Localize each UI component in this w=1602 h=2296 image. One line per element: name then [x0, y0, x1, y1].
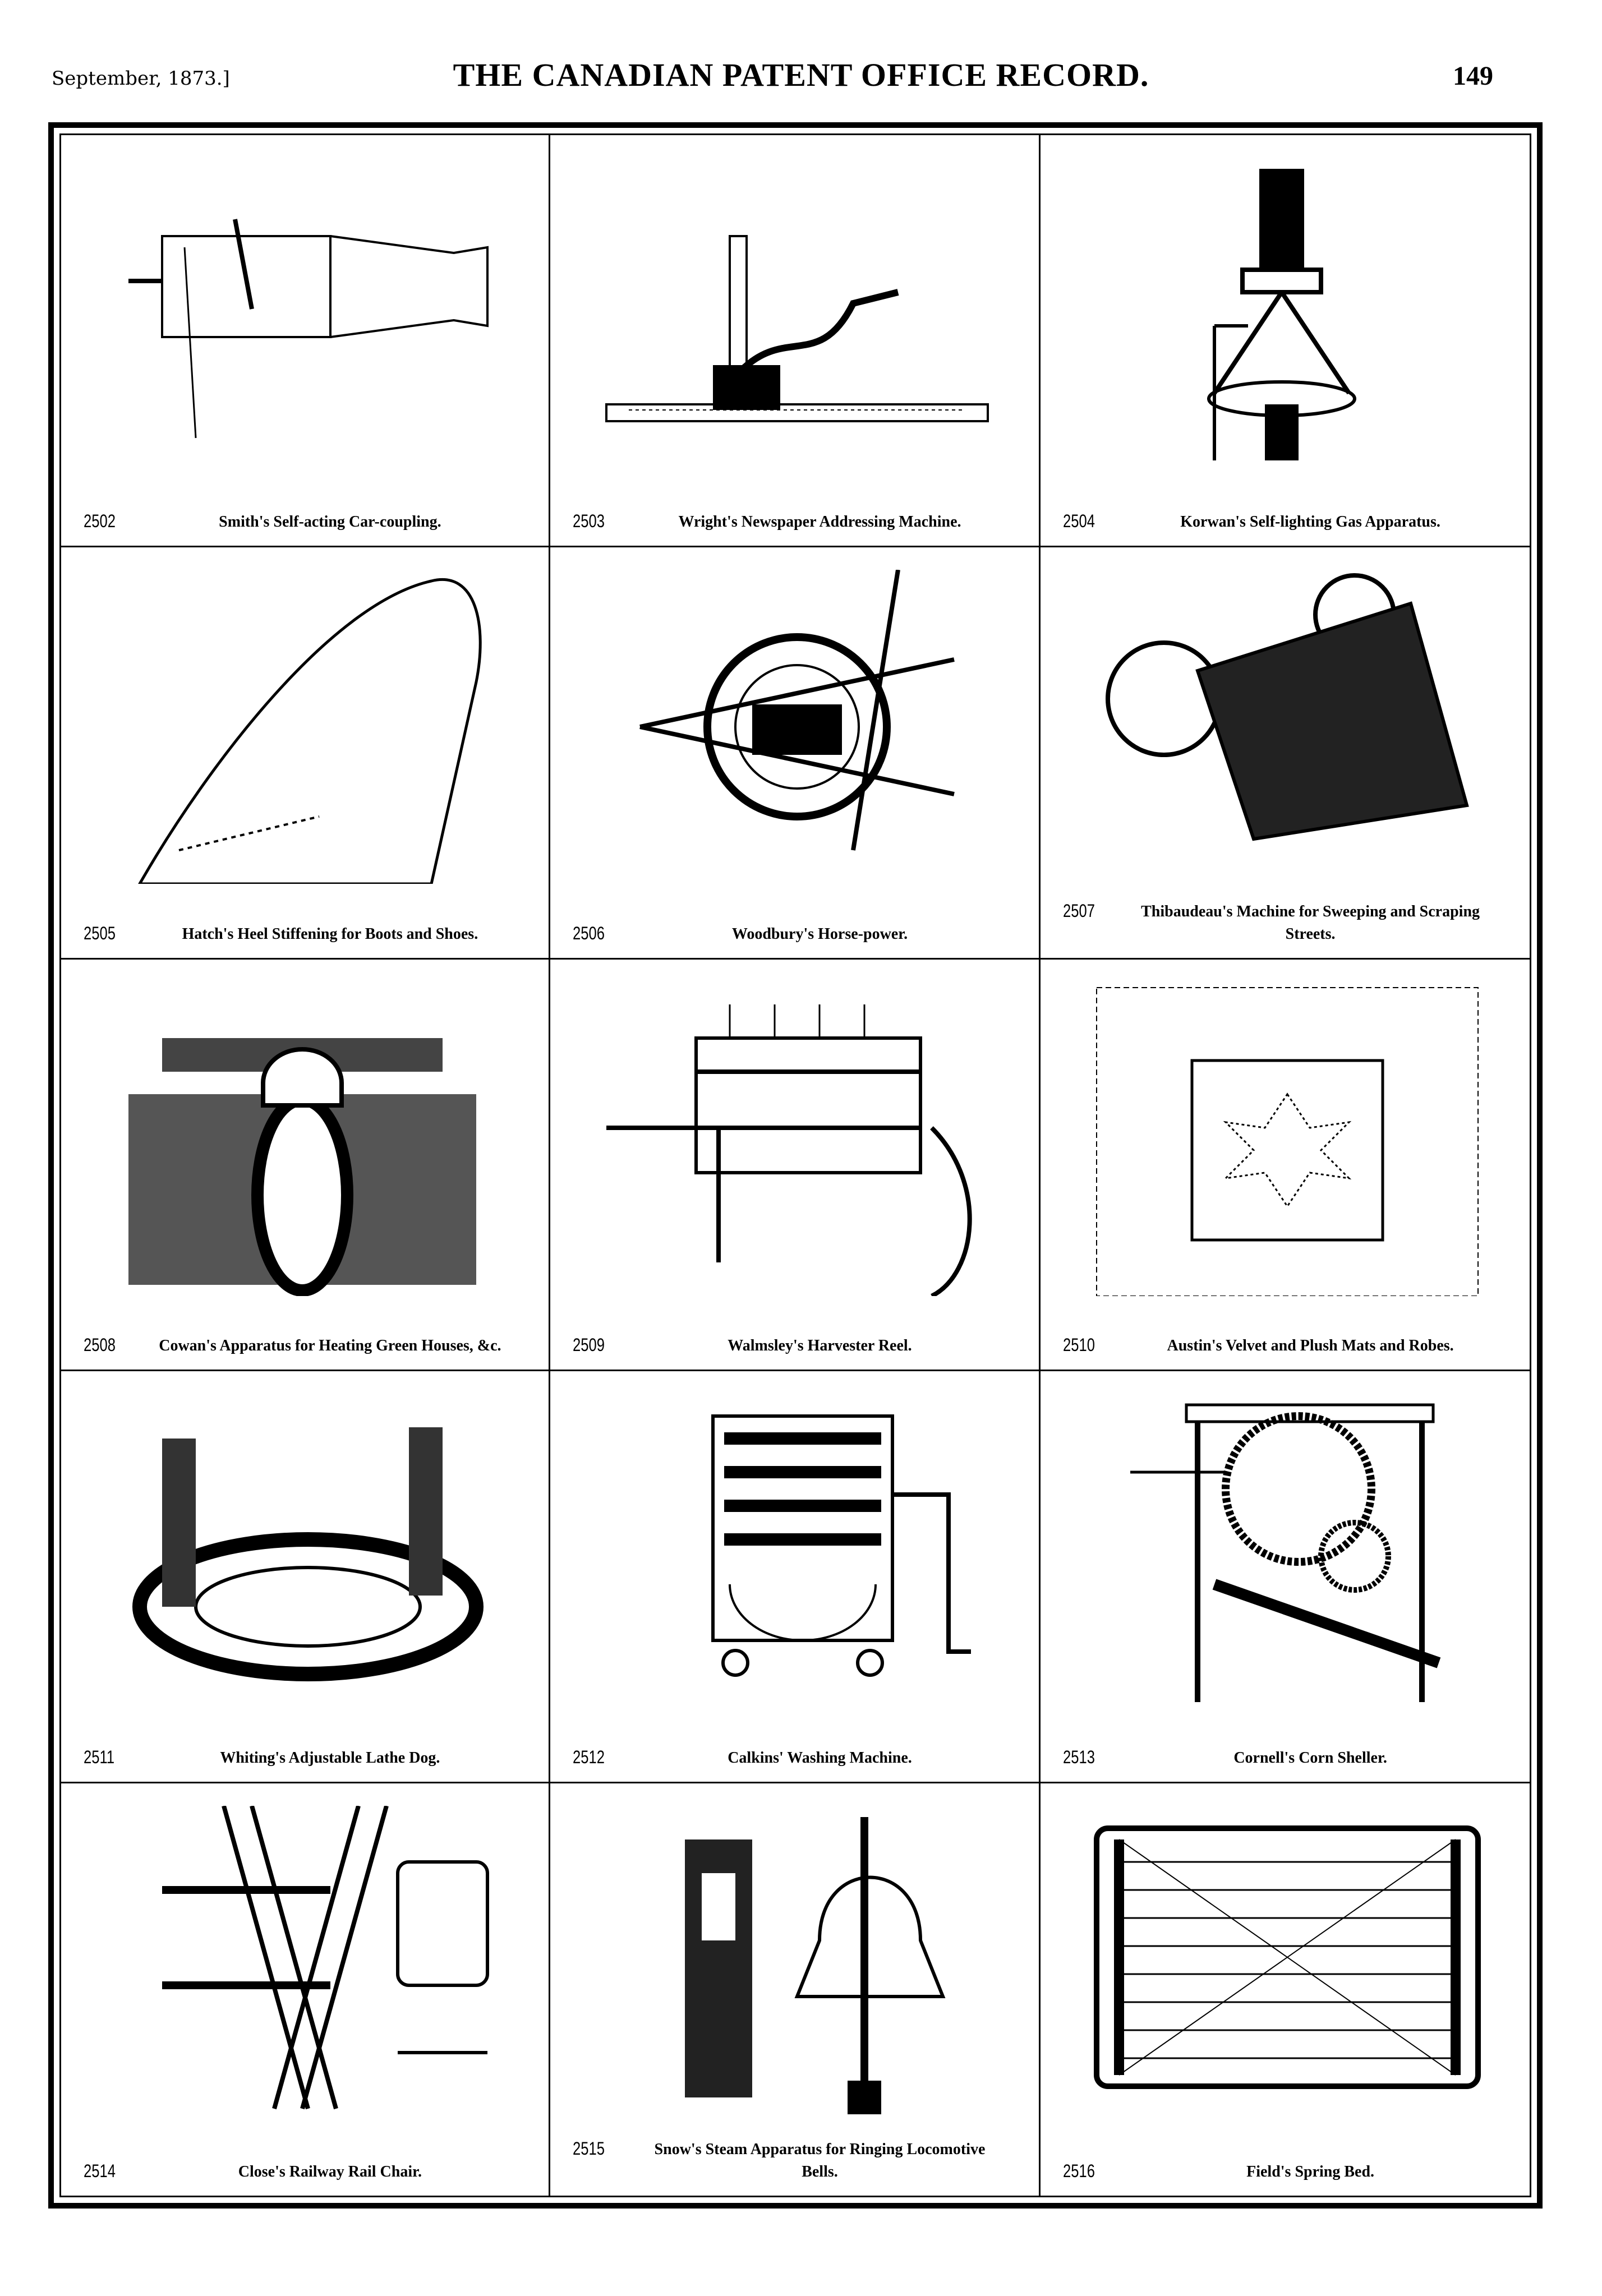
patent-caption: 2504 Korwan's Self-lighting Gas Apparatus…: [1063, 511, 1513, 533]
patent-title: Walmsley's Harvester Reel.: [728, 1337, 912, 1355]
washing-machine-illustration-icon: [711, 1414, 971, 1677]
patent-title: Cowan's Apparatus for Heating Green Hous…: [159, 1337, 501, 1355]
patent-caption: 2507 Thibaudeau's Machine for Sweeping an…: [1063, 901, 1513, 946]
patent-title: Cornell's Corn Sheller.: [1233, 1749, 1387, 1767]
patent-title: Close's Railway Rail Chair.: [238, 2163, 422, 2180]
patent-number: 2514: [84, 2160, 116, 2181]
patent-caption: 2505 Hatch's Heel Stiffening for Boots an…: [84, 923, 532, 946]
patent-cell-2508: 2508 Cowan's Apparatus for Heating Green …: [61, 959, 550, 1372]
harvester-reel-illustration-icon: [606, 1004, 972, 1296]
patent-title: Austin's Velvet and Plush Mats and Robes…: [1167, 1337, 1454, 1355]
heating-apparatus-illustration-icon: [128, 1038, 476, 1296]
patent-title: Smith's Self-acting Car-coupling.: [219, 513, 441, 531]
patent-number: 2511: [84, 1747, 115, 1768]
car-coupling-illustration-icon: [128, 219, 489, 439]
patent-cell-2511: 2511 Whiting's Adjustable Lathe Dog.: [61, 1371, 550, 1784]
patent-cell-2506: 2506 Woodbury's Horse-power.: [550, 547, 1041, 960]
patent-cell-2510: 2510 Austin's Velvet and Plush Mats and R…: [1041, 960, 1530, 1372]
patent-caption: 2508 Cowan's Apparatus for Heating Green …: [84, 1335, 532, 1357]
patent-caption: 2516 Field's Spring Bed.: [1063, 2161, 1513, 2183]
patent-caption: 2506 Woodbury's Horse-power.: [573, 923, 1022, 946]
patent-cell-2509: 2509 Walmsley's Harvester Reel.: [550, 959, 1041, 1372]
patent-cell-2512: 2512 Calkins' Washing Machine.: [550, 1371, 1041, 1784]
patent-cell-2515: 2515 Snow's Steam Apparatus for Ringing L…: [550, 1783, 1041, 2196]
patent-cell-2516: 2516 Field's Spring Bed.: [1041, 1783, 1530, 2196]
patent-caption: 2509 Walmsley's Harvester Reel.: [573, 1335, 1022, 1357]
gas-apparatus-illustration-icon: [1207, 169, 1357, 460]
patent-number: 2515: [572, 2138, 605, 2159]
corn-sheller-illustration-icon: [1130, 1403, 1441, 1703]
patent-number: 2503: [572, 510, 605, 531]
patent-title: Korwan's Self-lighting Gas Apparatus.: [1180, 513, 1440, 531]
patent-cell-2503: 2503 Wright's Newspaper Addressing Machin…: [550, 135, 1041, 547]
patent-title: Wright's Newspaper Addressing Machine.: [678, 513, 961, 531]
patent-number: 2507: [1063, 900, 1095, 921]
plush-mat-illustration-icon: [1096, 986, 1479, 1296]
heel-stiffening-illustration-icon: [138, 578, 482, 884]
patent-number: 2506: [572, 923, 605, 943]
patent-cell-2514: 2514 Close's Railway Rail Chair.: [61, 1783, 550, 2196]
patent-cell-2505: 2505 Hatch's Heel Stiffening for Boots an…: [61, 547, 550, 960]
patent-number: 2508: [84, 1335, 116, 1356]
patent-caption: 2511 Whiting's Adjustable Lathe Dog.: [84, 1747, 532, 1769]
page-number: 149: [1453, 61, 1493, 91]
patent-number: 2513: [1063, 1747, 1095, 1768]
patent-number: 2509: [572, 1335, 605, 1356]
patent-cell-2502: 2502 Smith's Self-acting Car-coupling.: [61, 135, 550, 547]
patent-cell-2504: 2504 Korwan's Self-lighting Gas Apparatus…: [1041, 135, 1530, 547]
patent-number: 2504: [1063, 510, 1095, 531]
patent-caption: 2512 Calkins' Washing Machine.: [573, 1747, 1022, 1769]
patent-caption: 2503 Wright's Newspaper Addressing Machin…: [573, 511, 1022, 533]
lathe-dog-illustration-icon: [132, 1427, 484, 1682]
horse-power-illustration-icon: [639, 569, 955, 851]
patent-caption: 2510 Austin's Velvet and Plush Mats and R…: [1063, 1335, 1513, 1357]
patent-title: Thibaudeau's Machine for Sweeping and Sc…: [1141, 902, 1480, 943]
header-date: September, 1873.]: [52, 67, 230, 90]
sweeping-machine-illustration-icon: [1106, 573, 1469, 841]
addressing-machine-illustration-icon: [605, 235, 989, 422]
patent-title: Snow's Steam Apparatus for Ringing Locom…: [654, 2140, 986, 2180]
patent-number: 2502: [84, 510, 116, 531]
patent-title: Hatch's Heel Stiffening for Boots and Sh…: [182, 925, 478, 943]
patent-caption: 2514 Close's Railway Rail Chair.: [84, 2161, 532, 2183]
patent-title: Calkins' Washing Machine.: [728, 1749, 912, 1767]
patent-title: Whiting's Adjustable Lathe Dog.: [220, 1749, 440, 1767]
patent-title: Woodbury's Horse-power.: [731, 925, 908, 943]
patent-cell-2513: 2513 Cornell's Corn Sheller.: [1041, 1371, 1530, 1784]
patent-number: 2510: [1063, 1335, 1095, 1356]
patent-caption: 2502 Smith's Self-acting Car-coupling.: [84, 511, 532, 533]
spring-bed-illustration-icon: [1094, 1825, 1481, 2090]
patent-title: Field's Spring Bed.: [1246, 2163, 1375, 2180]
page-title: THE CANADIAN PATENT OFFICE RECORD.: [453, 57, 1149, 93]
rail-chair-illustration-icon: [162, 1806, 489, 2110]
patent-number: 2512: [572, 1747, 605, 1768]
patent-cell-2507: 2507 Thibaudeau's Machine for Sweeping an…: [1041, 547, 1530, 960]
patent-number: 2505: [84, 923, 116, 943]
patent-caption: 2513 Cornell's Corn Sheller.: [1063, 1747, 1513, 1769]
patent-number: 2516: [1063, 2160, 1095, 2181]
patent-caption: 2515 Snow's Steam Apparatus for Ringing L…: [573, 2138, 1022, 2183]
bell-apparatus-illustration-icon: [684, 1817, 946, 2115]
